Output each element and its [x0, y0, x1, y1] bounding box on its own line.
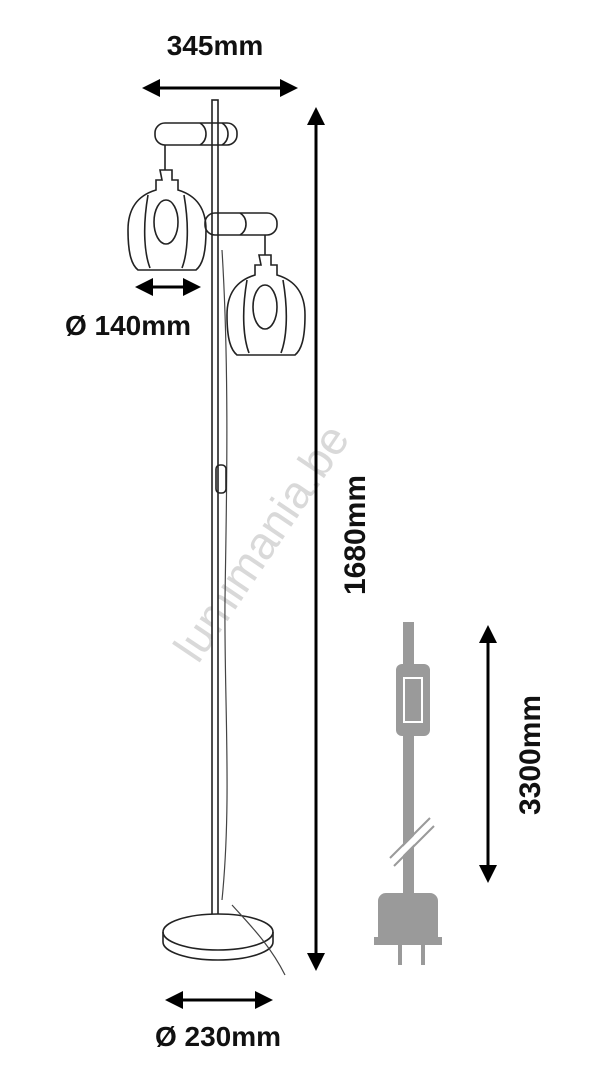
- cord-length-label: 3300mm: [514, 695, 547, 815]
- power-cord-illustration: [374, 622, 442, 965]
- floor-lamp-illustration: [127, 99, 306, 976]
- width-label: 345mm: [167, 30, 264, 61]
- base-diameter-label: Ø 230mm: [155, 1021, 281, 1052]
- shade-diameter-label: Ø 140mm: [65, 310, 191, 341]
- height-label: 1680mm: [339, 475, 372, 595]
- watermark: lumimania.be: [163, 415, 359, 671]
